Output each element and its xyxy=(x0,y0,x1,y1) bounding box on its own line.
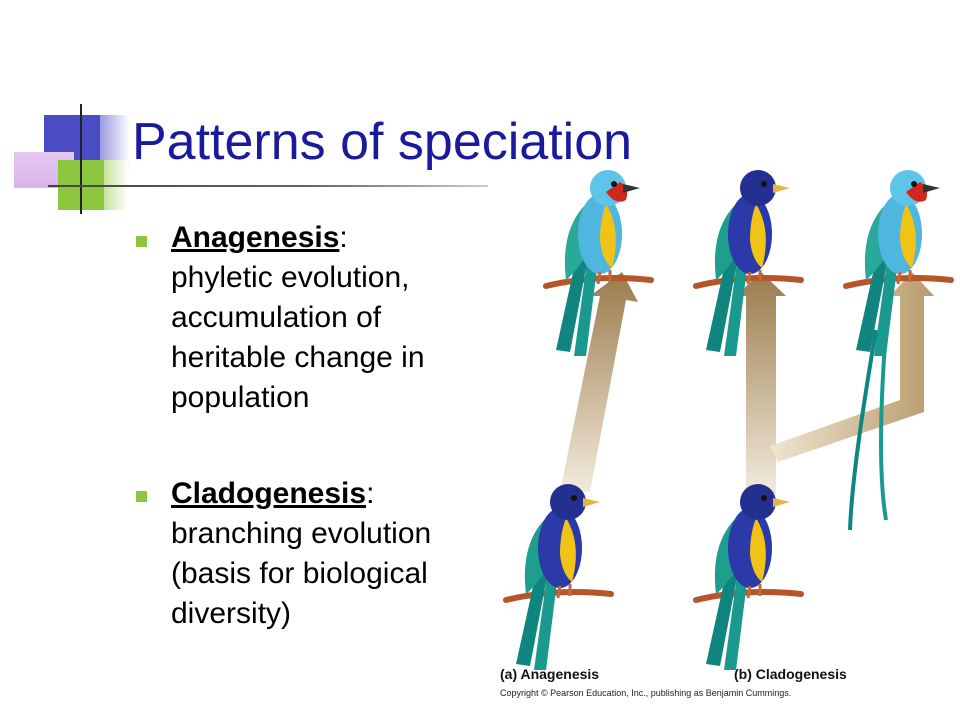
bullet-anagenesis: Anagenesis: phyletic evolution, accumulat… xyxy=(171,218,501,418)
copyright-text: Copyright © Pearson Education, Inc., pub… xyxy=(500,688,792,698)
bullet-marker-2 xyxy=(136,491,147,502)
bullet-marker-1 xyxy=(136,236,147,247)
bird-ancestral-icon xyxy=(696,484,801,670)
arrow-branch-icon xyxy=(736,272,934,494)
speciation-figure xyxy=(490,170,960,720)
definition-cladogenesis: branching evolution (basis for biologica… xyxy=(171,517,432,630)
caption-anagenesis: (a) Anagenesis xyxy=(500,666,600,682)
term-separator: : xyxy=(366,477,375,510)
bird-redheaded-icon xyxy=(846,170,951,531)
caption-cladogenesis: (b) Cladogenesis xyxy=(734,666,847,682)
title-underline xyxy=(48,185,488,187)
term-cladogenesis: Cladogenesis xyxy=(171,477,367,510)
slide-title: Patterns of speciation xyxy=(132,113,633,171)
term-anagenesis: Anagenesis xyxy=(171,221,340,254)
arrow-up-icon xyxy=(560,272,638,492)
decor-vertical-line xyxy=(80,104,82,214)
definition-anagenesis: phyletic evolution, accumulation of heri… xyxy=(171,261,425,414)
bird-ancestral-icon xyxy=(506,484,611,670)
bullet-cladogenesis: Cladogenesis: branching evolution (basis … xyxy=(171,474,501,634)
term-separator: : xyxy=(339,221,348,254)
